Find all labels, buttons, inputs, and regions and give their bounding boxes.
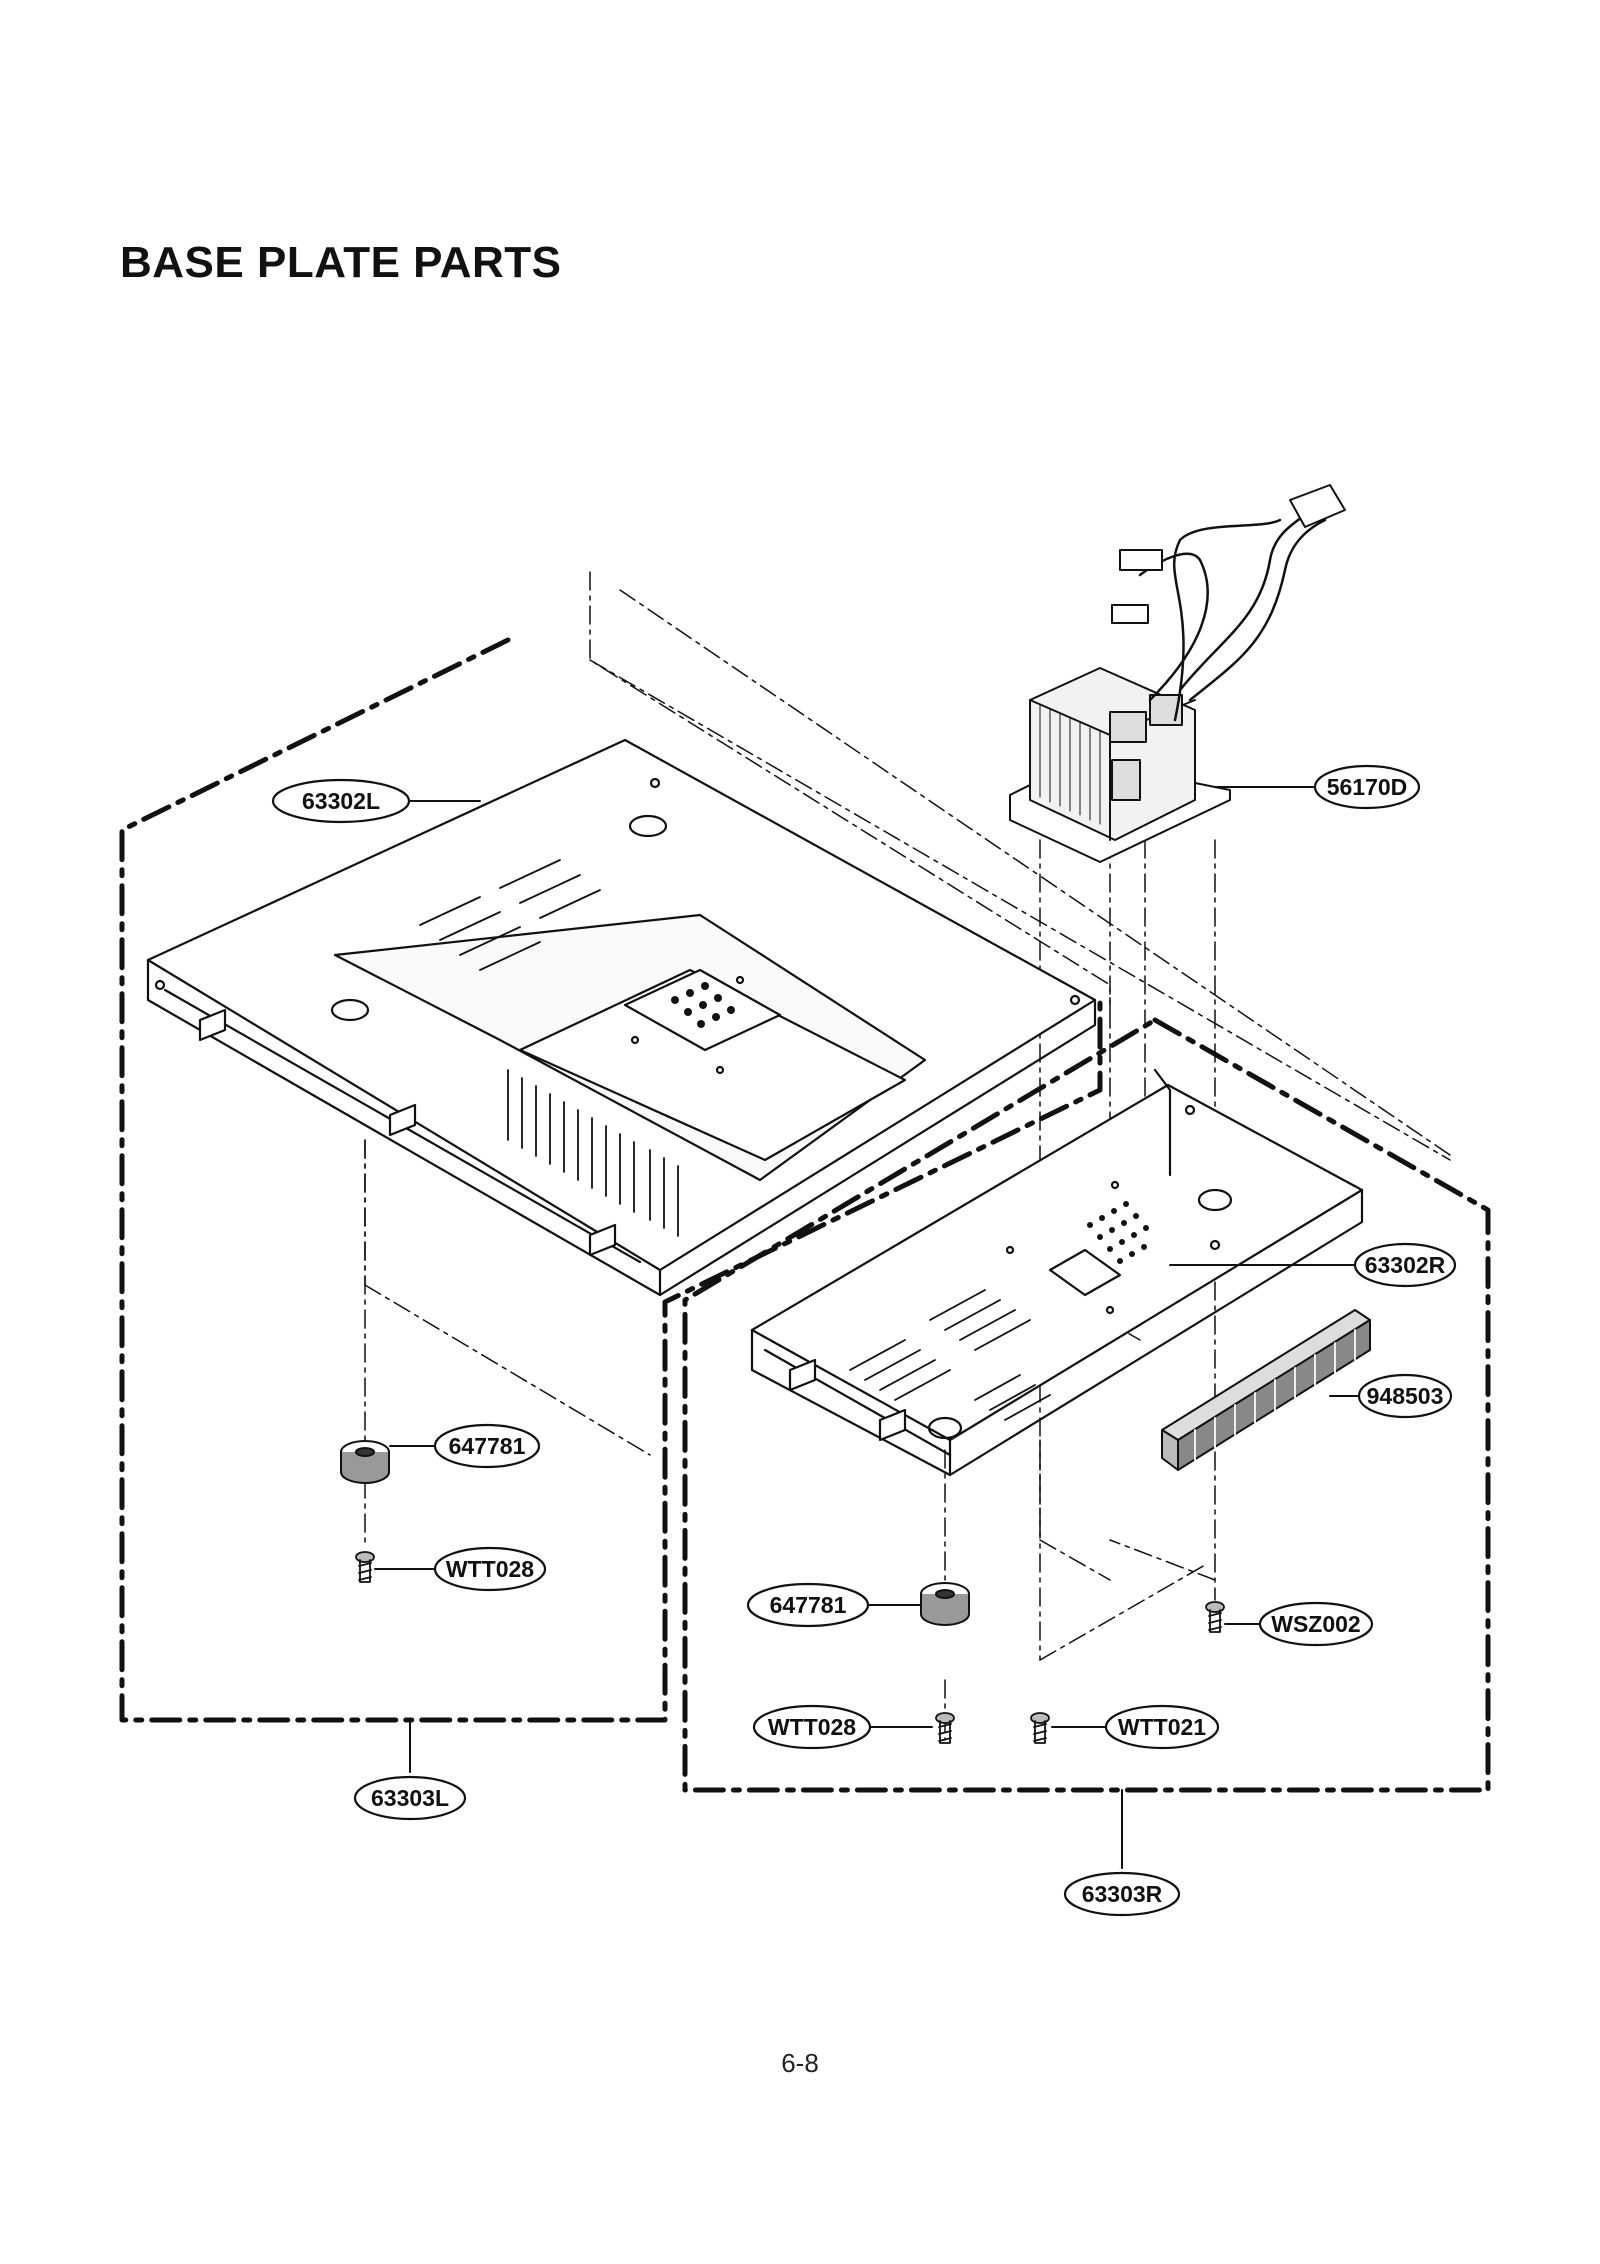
callout-56170D: 56170D [1327, 774, 1408, 800]
leader-lines [374, 786, 1361, 1869]
base-plate-right [750, 1068, 1364, 1477]
group-boundary-63303L [119, 637, 1103, 1723]
vent-slots-right [849, 1289, 1051, 1421]
callout-63303L: 63303L [371, 1785, 449, 1811]
part-948503 [1161, 1309, 1371, 1471]
callout-63303R: 63303R [1082, 1881, 1163, 1907]
callout-ovals [271, 764, 1457, 1917]
callout-647781-right: 647781 [770, 1592, 847, 1618]
page-number: 6-8 [781, 2048, 819, 2078]
callout-WTT028-right: WTT028 [768, 1714, 856, 1740]
vent-holes-right [1087, 1201, 1149, 1264]
screw-WTT028-left [355, 1551, 375, 1583]
vent-holes-left [671, 982, 735, 1028]
page-title: BASE PLATE PARTS [120, 238, 562, 287]
base-plate-left [146, 738, 1097, 1297]
callout-WSZ002: WSZ002 [1271, 1611, 1360, 1637]
group-boundary-63303R [682, 1017, 1491, 1793]
callout-WTT028-left: WTT028 [446, 1556, 534, 1582]
callout-63302L: 63302L [302, 788, 380, 814]
callout-647781-left: 647781 [449, 1433, 526, 1459]
callout-948503: 948503 [1367, 1383, 1444, 1409]
foot-647781-left [340, 1440, 390, 1484]
screw-WTT028-right [935, 1712, 955, 1744]
vent-slots-left [419, 859, 679, 1237]
transformer-56170D [1009, 484, 1346, 863]
callout-WTT021: WTT021 [1118, 1714, 1206, 1740]
callout-63302R: 63302R [1365, 1252, 1446, 1278]
foot-647781-right [920, 1582, 970, 1626]
screw-WSZ002 [1205, 1601, 1225, 1633]
screw-WTT021 [1030, 1712, 1050, 1744]
